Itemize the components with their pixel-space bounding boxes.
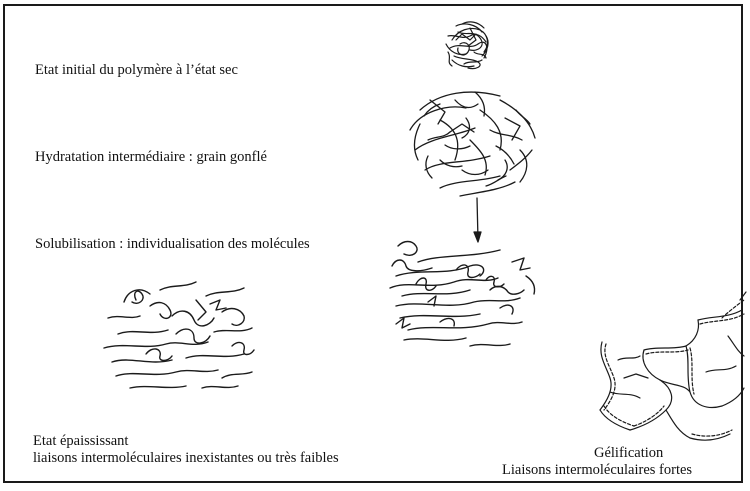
- gel-network-illustration: [600, 292, 746, 440]
- swollen-grain-illustration: [410, 92, 535, 196]
- label-gelification-title: Gélification: [594, 444, 663, 462]
- arrow-down-icon: [474, 198, 481, 242]
- label-solubilisation: Solubilisation : individualisation des m…: [35, 235, 310, 253]
- label-thickening-desc: liaisons intermoléculaires inexistantes …: [33, 449, 339, 467]
- thickening-molecules-illustration: [104, 282, 254, 388]
- dry-grain-illustration: [446, 22, 488, 69]
- label-gelification-desc: Liaisons intermoléculaires fortes: [502, 461, 692, 479]
- label-thickening-title: Etat épaississant: [33, 432, 128, 450]
- solubilised-molecules-illustration: [390, 242, 535, 347]
- label-hydration: Hydratation intermédiaire : grain gonflé: [35, 148, 267, 166]
- label-dry-state: Etat initial du polymère à l’état sec: [35, 61, 238, 79]
